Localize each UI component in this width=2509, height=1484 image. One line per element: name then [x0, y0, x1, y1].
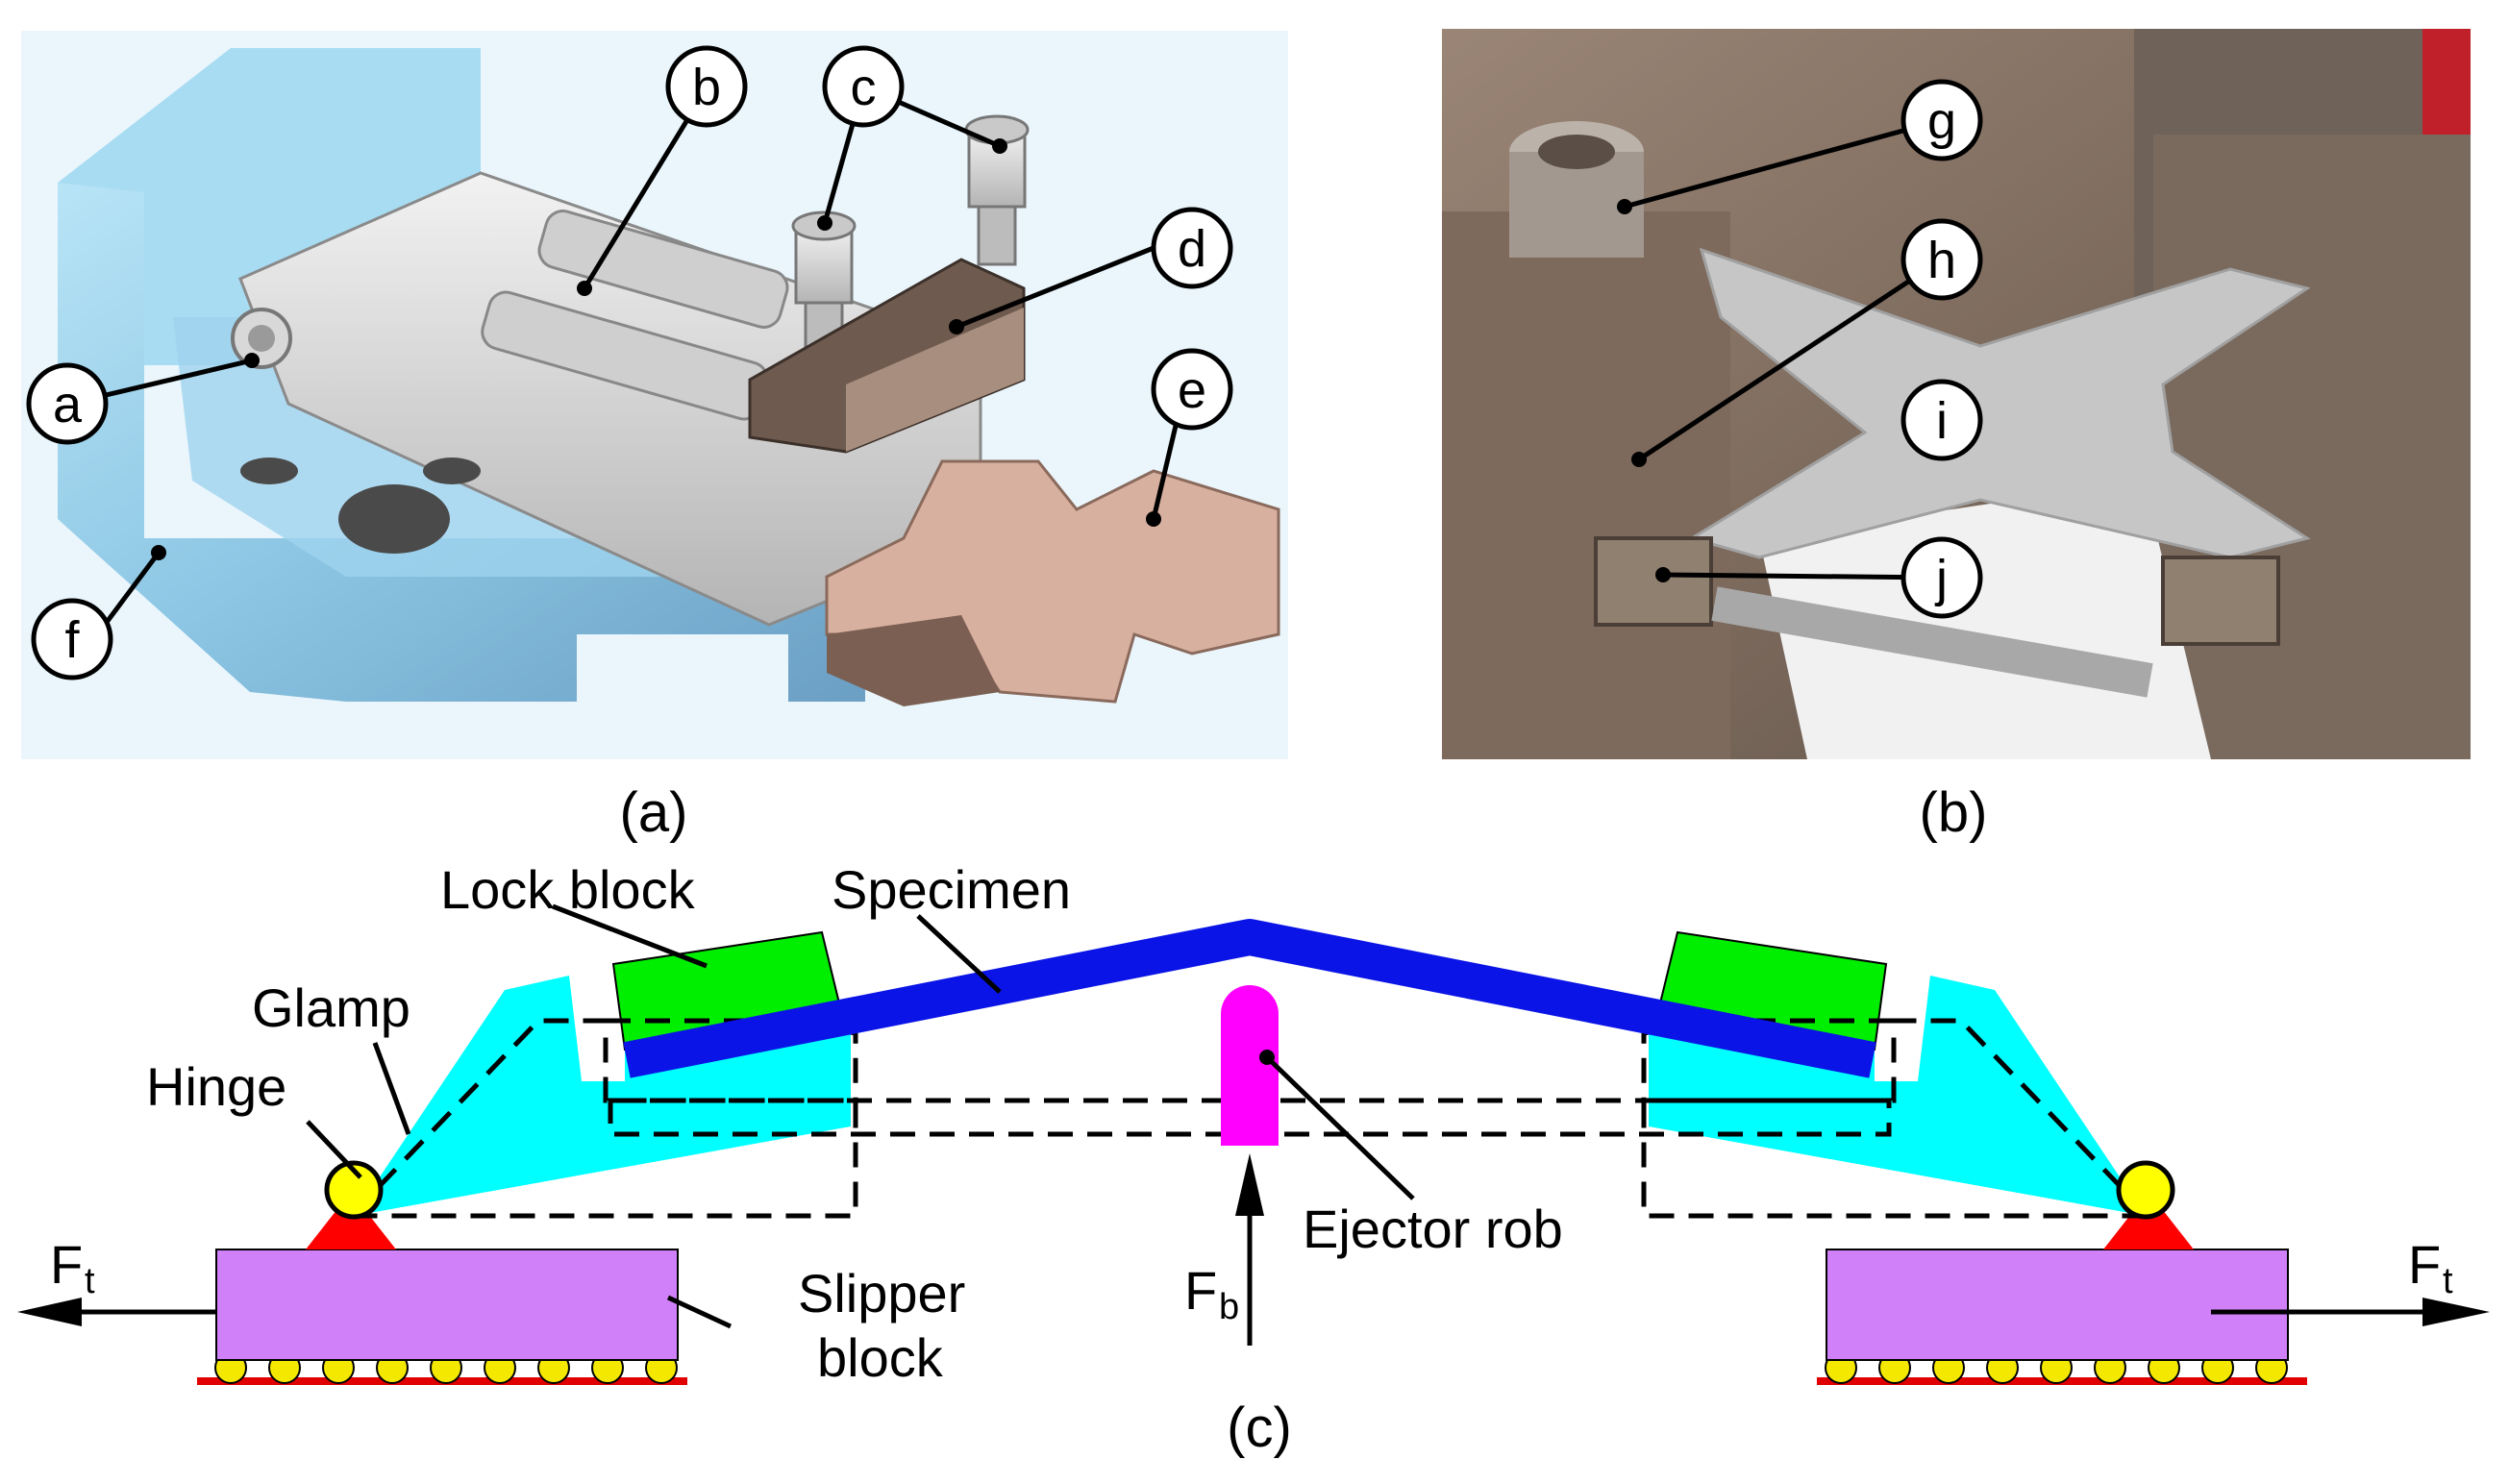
photo-grip-right — [2161, 556, 2280, 646]
specimen-bent — [623, 919, 1876, 1078]
label-force-b: F b — [1184, 1260, 1239, 1327]
hinge-support-right — [2103, 1192, 2194, 1249]
callout-j: j — [1900, 536, 1983, 619]
callout-a: a — [26, 362, 109, 445]
svg-text:F: F — [1184, 1260, 1217, 1321]
hinge-ball-right — [2116, 1160, 2175, 1220]
photo-white-floor — [1759, 481, 2211, 759]
caption-a: (a) — [620, 781, 688, 844]
callout-e: e — [1151, 348, 1233, 431]
svg-text:c: c — [851, 59, 877, 116]
svg-text:g: g — [1927, 92, 1956, 150]
svg-text:d: d — [1178, 220, 1206, 278]
leader-endpoints — [151, 138, 1671, 1065]
label-force-t-right: F t — [2408, 1234, 2453, 1301]
caption-c: (c) — [1227, 1397, 1292, 1459]
svg-text:h: h — [1927, 232, 1956, 289]
ejector-rod — [1221, 985, 1279, 1146]
svg-text:a: a — [53, 376, 83, 433]
caption-b: (b) — [1920, 781, 1988, 844]
bolt-hole-1 — [240, 458, 298, 484]
callout-i: i — [1900, 379, 1983, 461]
hinge-pin-hole — [248, 325, 275, 352]
screw-2 — [964, 114, 1030, 266]
panel-a-cad-render — [21, 31, 1288, 759]
svg-text:e: e — [1178, 361, 1206, 419]
svg-text:j: j — [1934, 550, 1948, 607]
hinge-support-left — [306, 1192, 396, 1249]
force-arrow-up — [1235, 1153, 1264, 1346]
callout-g: g — [1900, 79, 1983, 161]
svg-text:f: f — [64, 611, 80, 669]
lock-block-face — [846, 308, 1024, 452]
callout-f: f — [31, 598, 113, 680]
callout-b: b — [665, 45, 748, 128]
svg-text:t: t — [2443, 1261, 2453, 1301]
photo-red-corner — [2422, 29, 2471, 135]
svg-text:F: F — [2408, 1234, 2441, 1295]
label-ejector: Ejector rob — [1303, 1199, 1563, 1259]
callouts: a b c d e f g h — [26, 45, 1983, 680]
label-slipper-1: Slipper — [798, 1263, 965, 1323]
force-arrow-left — [17, 1298, 216, 1326]
svg-text:b: b — [1219, 1287, 1239, 1327]
label-glamp: Glamp — [252, 977, 410, 1038]
label-lock-block: Lock block — [440, 859, 696, 920]
photo-rail — [1711, 586, 2153, 698]
label-specimen: Specimen — [832, 859, 1071, 920]
svg-text:i: i — [1936, 392, 1948, 450]
svg-text:b: b — [692, 59, 721, 116]
photo-right-clamp — [2153, 135, 2471, 759]
bolt-head — [338, 484, 450, 554]
slipper-block-left — [215, 1249, 679, 1361]
arm-slot-1 — [537, 210, 789, 329]
callout-h: h — [1900, 218, 1983, 301]
label-slipper-2: block — [817, 1327, 944, 1388]
svg-text:t: t — [85, 1261, 95, 1301]
panel-c-schematic — [17, 919, 2490, 1385]
svg-text:F: F — [50, 1234, 83, 1295]
bolt-hole-2 — [423, 458, 481, 484]
label-force-t-left: F t — [50, 1234, 95, 1301]
force-arrow-right — [2211, 1298, 2490, 1326]
photo-grip-left — [1594, 536, 1713, 627]
callout-d: d — [1151, 207, 1233, 289]
specimen-lower-block — [827, 615, 1000, 706]
specimen-3d — [825, 459, 1280, 704]
label-hinge: Hinge — [146, 1056, 286, 1117]
hinge-ball-left — [324, 1160, 384, 1220]
callout-c: c — [822, 45, 905, 128]
slipper-block-right — [1826, 1249, 2289, 1361]
photo-cruciform-specimen — [1688, 247, 2311, 559]
photo-nut-hole — [1538, 135, 1615, 169]
photo-left-clamp — [1442, 211, 1730, 759]
